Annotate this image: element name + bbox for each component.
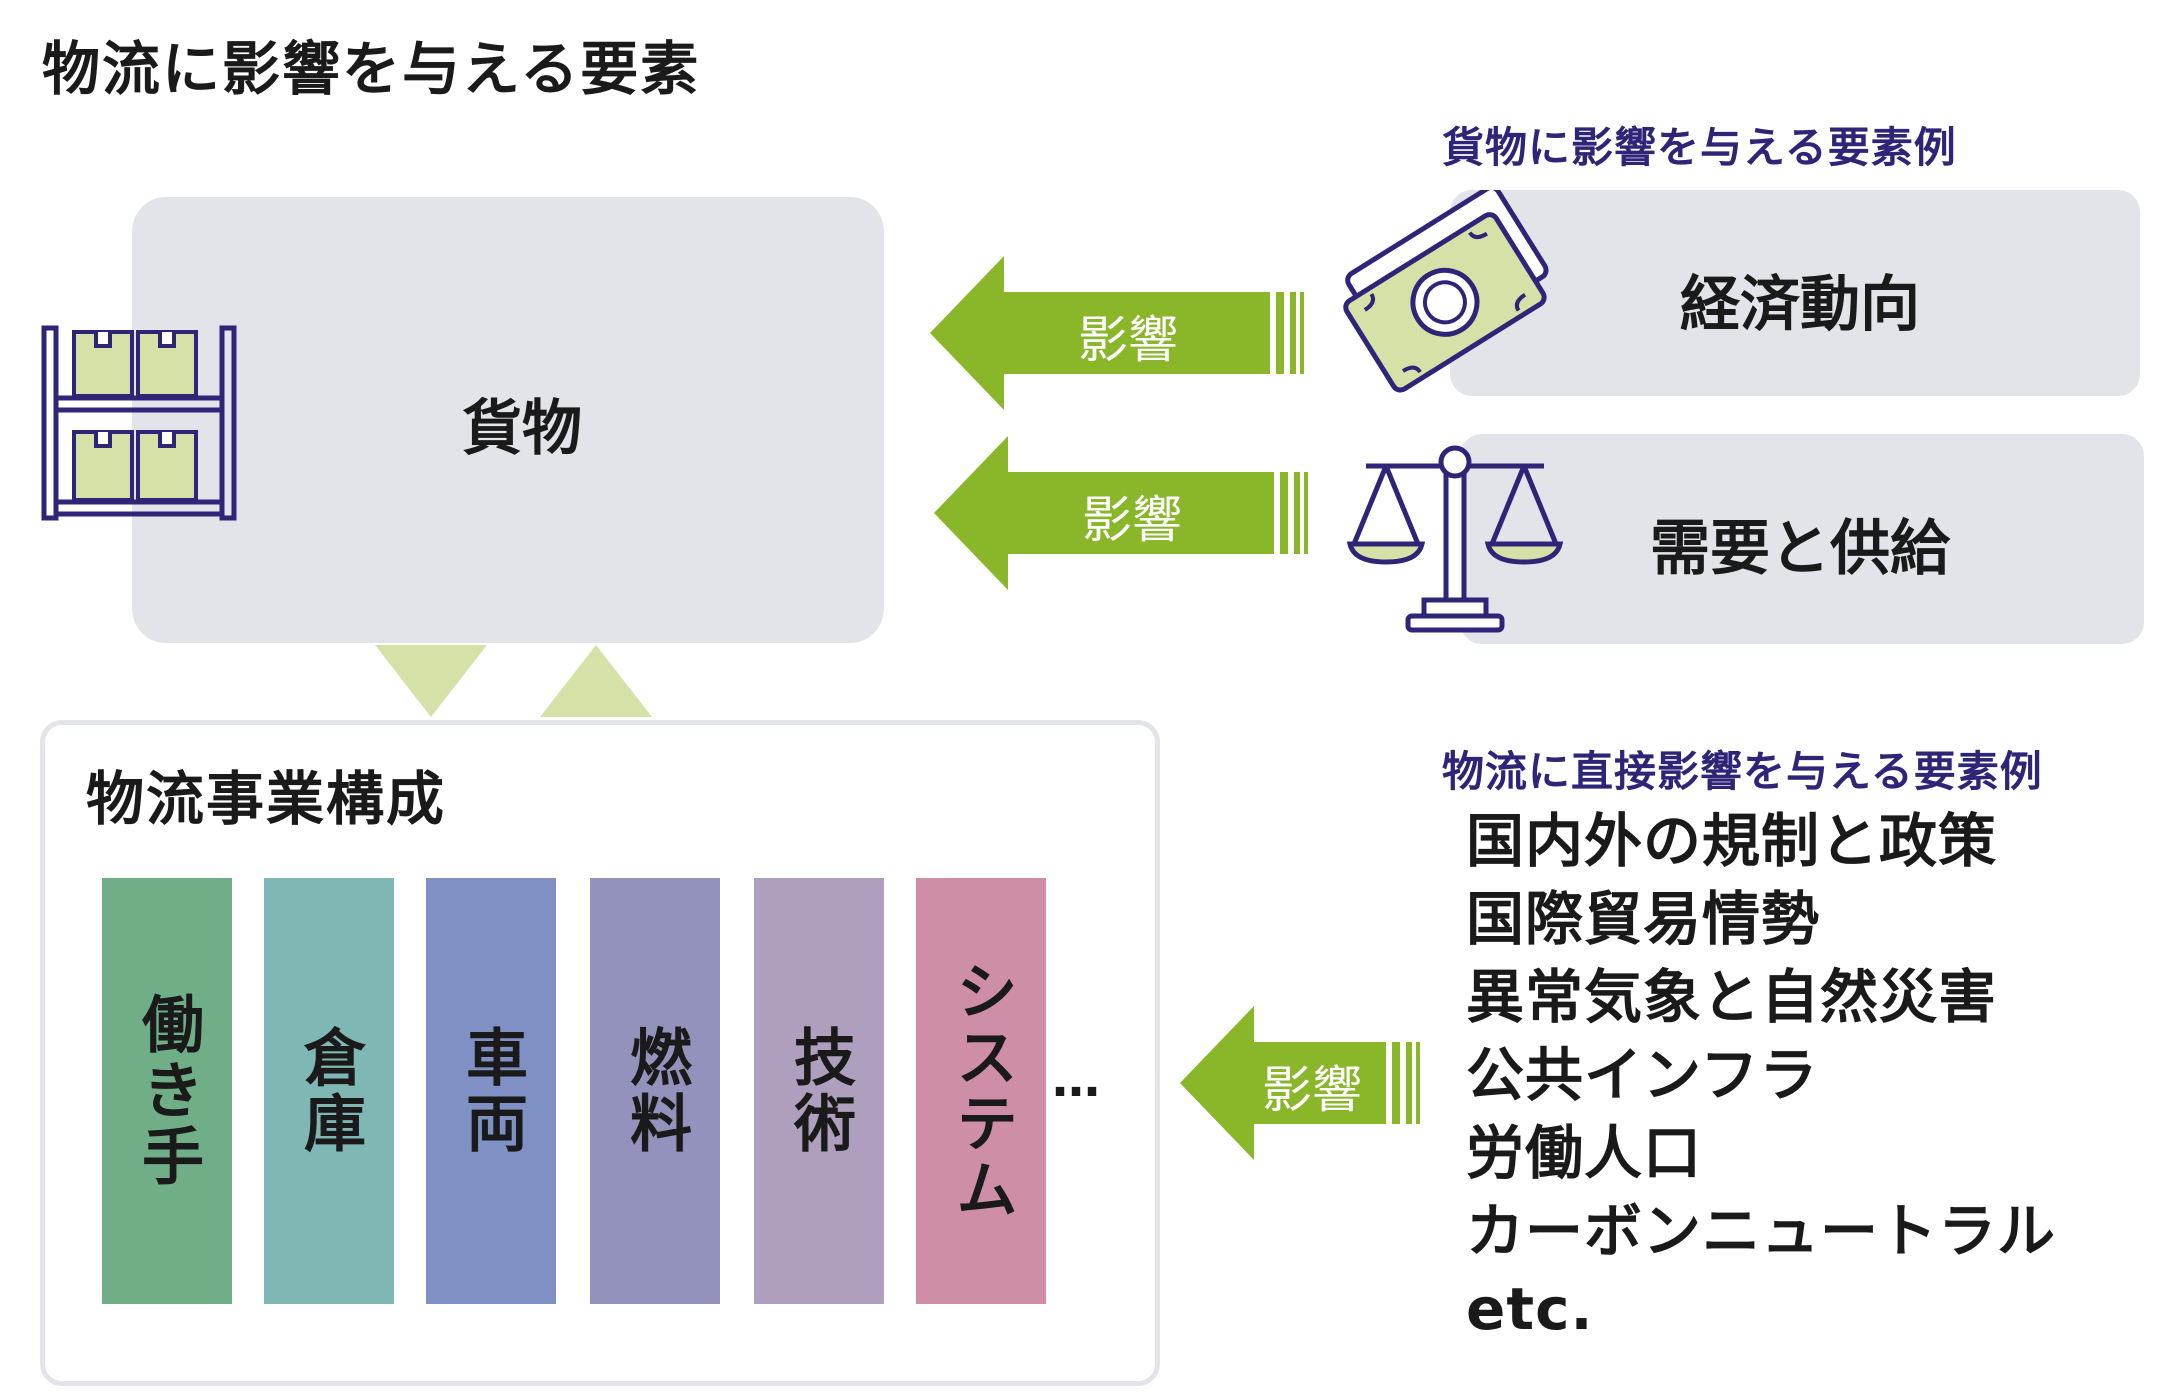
page-title: 物流に影響を与える要素 (42, 35, 701, 103)
column-label: 燃料 (619, 1025, 692, 1157)
column-label: 働き手 (131, 992, 204, 1190)
warehouse-shelf-icon (41, 325, 237, 521)
column-label: 車両 (455, 1025, 528, 1157)
list-item: 公共インフラ (1466, 1041, 1819, 1109)
column-vehicles: 車両 (426, 878, 556, 1304)
column-warehouse: 倉庫 (264, 878, 394, 1304)
column-label: 技術 (783, 1025, 856, 1157)
money-icon (1343, 190, 1549, 393)
arrow-label: 影響 (1078, 311, 1178, 369)
economy-label: 経済動向 (1680, 270, 1920, 340)
more-ellipsis: … (1052, 1052, 1104, 1108)
influence-arrow-direct: 影響 (1180, 1006, 1426, 1160)
left-arrow-icon (934, 436, 1308, 590)
economy-box (1450, 190, 2140, 396)
list-item: カーボンニュートラル (1466, 1197, 2057, 1265)
column-technology: 技術 (754, 878, 884, 1304)
left-arrow-icon (1180, 1006, 1420, 1160)
column-workers: 働き手 (102, 878, 232, 1304)
list-item: 国際貿易情勢 (1466, 885, 1821, 953)
supply-demand-label: 需要と供給 (1650, 514, 1950, 584)
list-item: etc. (1466, 1275, 1594, 1343)
direct-examples-list: 国内外の規制と政策 国際貿易情勢 異常気象と自然災害 公共インフラ 労働人口 カ… (1466, 802, 2056, 1348)
direct-examples-title: 物流に直接影響を与える要素例 (1442, 747, 2043, 796)
column-label: 倉庫 (293, 1025, 366, 1157)
arrow-label: 影響 (1082, 491, 1182, 549)
balance-scale-icon (1346, 445, 1564, 633)
left-arrow-icon (930, 256, 1304, 410)
column-system: システム (916, 878, 1046, 1304)
list-item: 国内外の規制と政策 (1466, 807, 1998, 875)
up-triangle-icon (540, 645, 652, 717)
list-item: 異常気象と自然災害 (1466, 963, 1998, 1031)
influence-arrow-supply: 影響 (934, 436, 1314, 590)
cargo-box (132, 197, 884, 643)
column-label: システム (945, 959, 1018, 1223)
list-item: 労働人口 (1466, 1119, 1703, 1187)
cargo-examples-title: 貨物に影響を与える要素例 (1442, 123, 1957, 172)
arrow-label: 影響 (1262, 1061, 1362, 1119)
business-structure-title: 物流事業構成 (86, 765, 447, 833)
column-fuel: 燃料 (590, 878, 720, 1304)
down-triangle-icon (375, 645, 487, 717)
cargo-label: 貨物 (462, 394, 582, 464)
supply-demand-box (1460, 434, 2144, 644)
influence-arrow-economy: 影響 (930, 256, 1310, 410)
